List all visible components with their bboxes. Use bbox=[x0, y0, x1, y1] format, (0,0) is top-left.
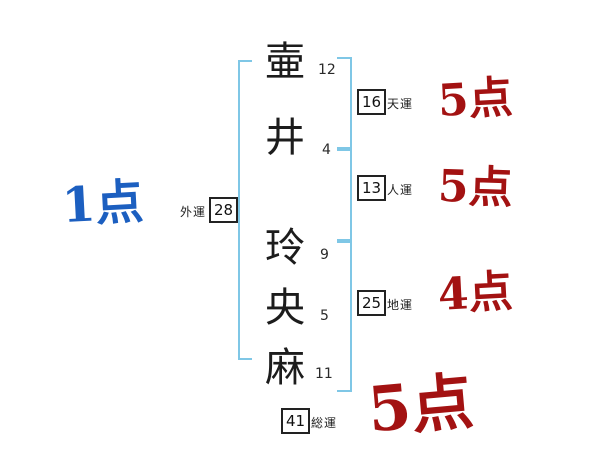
name-char-2: 井 bbox=[265, 115, 305, 161]
name-char-1: 壷 bbox=[265, 39, 305, 85]
heaven-luck-bracket bbox=[337, 57, 352, 149]
stroke-count-4: 5 bbox=[320, 308, 329, 324]
earth-luck-value: 25 bbox=[361, 294, 382, 312]
total-luck-label: 総運 bbox=[311, 416, 338, 430]
outer-luck-box: 28 bbox=[209, 197, 238, 223]
person-luck-box: 13 bbox=[357, 175, 386, 201]
earth-luck-box: 25 bbox=[357, 290, 386, 316]
heaven-luck-score: 5点 bbox=[436, 72, 514, 127]
total-luck-value: 41 bbox=[285, 412, 306, 430]
outer-luck-bracket bbox=[238, 60, 252, 360]
person-luck-score: 5点 bbox=[437, 160, 514, 215]
person-luck-label: 人運 bbox=[387, 183, 414, 197]
name-char-5: 麻 bbox=[265, 345, 305, 391]
stroke-count-2: 4 bbox=[322, 142, 331, 158]
earth-luck-score: 4点 bbox=[436, 266, 514, 321]
outer-luck-value: 28 bbox=[213, 201, 234, 219]
name-char-4: 央 bbox=[265, 285, 305, 331]
earth-luck-bracket bbox=[337, 241, 352, 392]
outer-luck-label: 外運 bbox=[180, 205, 207, 219]
person-luck-bracket bbox=[337, 149, 352, 241]
total-luck-box: 41 bbox=[281, 408, 310, 434]
stroke-count-1: 12 bbox=[318, 62, 336, 78]
heaven-luck-box: 16 bbox=[357, 89, 386, 115]
total-luck-score: 5点 bbox=[364, 364, 477, 447]
heaven-luck-label: 天運 bbox=[387, 97, 414, 111]
stroke-count-5: 11 bbox=[315, 366, 333, 382]
person-luck-value: 13 bbox=[361, 179, 382, 197]
outer-luck-score: 1点 bbox=[60, 173, 145, 235]
earth-luck-label: 地運 bbox=[387, 298, 414, 312]
stroke-count-3: 9 bbox=[320, 247, 329, 263]
heaven-luck-value: 16 bbox=[361, 93, 382, 111]
name-char-3: 玲 bbox=[265, 225, 305, 271]
